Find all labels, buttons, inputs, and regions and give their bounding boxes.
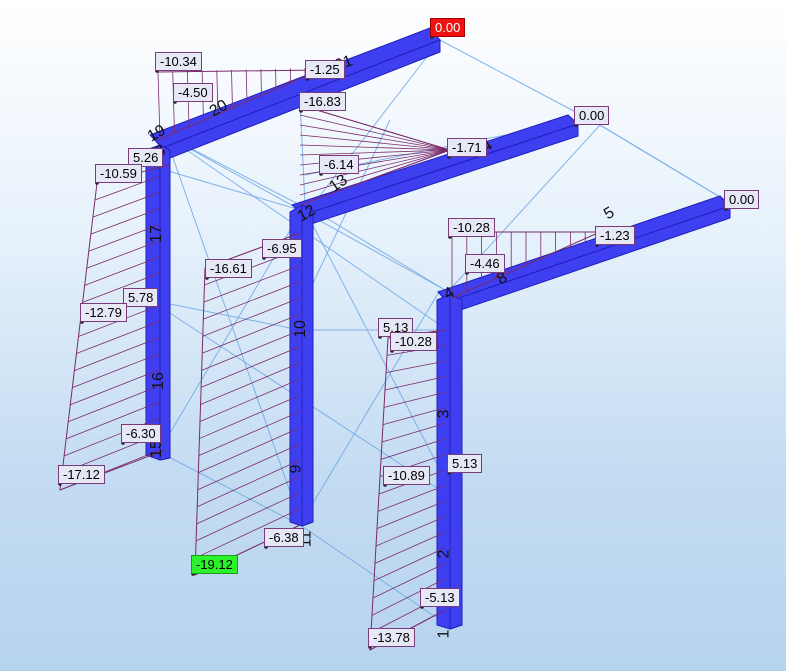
- diagram-col-2-hatch: [195, 508, 301, 559]
- diagram-col-2-hatch: [202, 313, 301, 354]
- moment-value-label[interactable]: -10.59: [95, 164, 142, 183]
- brace-line: [439, 39, 601, 126]
- brace-line: [299, 524, 441, 621]
- max-moment-label[interactable]: 0.00: [430, 18, 466, 37]
- moment-value-label[interactable]: -13.78: [368, 628, 415, 647]
- diagram-col-1-hatch: [76, 320, 161, 354]
- diagram-col-1-hatch: [92, 191, 161, 218]
- diagram-col-2-hatch: [199, 378, 301, 422]
- moment-value-label[interactable]: 0.00: [574, 106, 610, 125]
- diagram-beam-2-hatch: [299, 149, 451, 186]
- diagram-col-2-hatch: [195, 492, 301, 542]
- diagram-col-3-hatch: [372, 562, 446, 599]
- moment-value-label[interactable]: -1.25: [305, 60, 345, 79]
- diagram-col-2-hatch: [198, 411, 301, 456]
- min-moment-label[interactable]: -19.12: [191, 555, 238, 574]
- diagram-col-2-hatch: [202, 297, 301, 337]
- moment-value-label[interactable]: -12.79: [80, 303, 127, 322]
- diagram-col-1-hatch: [88, 224, 161, 252]
- diagram-col-2-hatch: [203, 265, 301, 303]
- diagram-col-2-hatch: [200, 346, 301, 388]
- moment-value-label[interactable]: -4.50: [173, 83, 213, 102]
- moment-value-label[interactable]: 5.13: [447, 454, 483, 473]
- diagram-beam-1-hatch: [157, 71, 161, 141]
- diagram-beam-2-hatch: [299, 134, 451, 151]
- diagram-col-3-hatch: [384, 376, 446, 391]
- diagram-col-3-hatch: [376, 500, 446, 530]
- moment-value-label[interactable]: -16.61: [205, 259, 252, 278]
- diagram-beam-2-hatch: [299, 114, 451, 151]
- moment-value-label[interactable]: -1.23: [595, 226, 635, 245]
- brace-line: [599, 124, 726, 201]
- diagram-col-3-hatch: [373, 547, 446, 582]
- diagram-col-1-hatch: [90, 207, 161, 235]
- diagram-beam-1-hatch: [216, 70, 219, 116]
- brace-line: [299, 289, 441, 526]
- diagram-col-3-hatch: [383, 391, 446, 408]
- brace-line: [304, 39, 441, 216]
- diagram-col-2-hatch: [197, 443, 301, 491]
- moment-value-label[interactable]: -17.12: [58, 465, 105, 484]
- brace-line: [299, 99, 306, 206]
- diagram-col-3-hatch: [380, 438, 446, 460]
- moment-value-label[interactable]: -10.34: [155, 52, 202, 71]
- moment-value-label[interactable]: 5.13: [378, 318, 414, 337]
- column-1-face: [159, 144, 171, 461]
- brace-line: [149, 299, 301, 331]
- diagram-col-1-hatch: [94, 175, 161, 201]
- moment-value-label[interactable]: -4.46: [465, 254, 505, 273]
- moment-value-label[interactable]: -5.13: [420, 588, 460, 607]
- diagram-col-2-hatch: [200, 362, 301, 405]
- diagram-col-1-hatch: [84, 256, 161, 286]
- moment-value-label[interactable]: -10.28: [448, 218, 495, 237]
- diagram-col-3-hatch: [381, 422, 446, 443]
- diagram-col-2-hatch: [201, 329, 301, 371]
- diagram-beam-1-hatch: [231, 69, 233, 110]
- moment-value-label[interactable]: -10.28: [390, 332, 437, 351]
- diagram-col-3-hatch: [375, 516, 446, 547]
- diagram-col-1-hatch: [82, 272, 161, 303]
- diagram-col-2-hatch: [199, 394, 301, 439]
- moment-value-label[interactable]: 5.26: [128, 148, 164, 167]
- diagram-beam-1-hatch: [260, 69, 262, 97]
- diagram-col-2-outline: [194, 232, 301, 576]
- diagram-col-3-hatch: [371, 578, 446, 616]
- brace-line: [164, 454, 301, 526]
- moment-value-label[interactable]: 0.00: [724, 190, 760, 209]
- column-2-face: [301, 204, 314, 527]
- moment-value-label[interactable]: -16.83: [299, 92, 346, 111]
- moment-value-label[interactable]: -6.95: [262, 239, 302, 258]
- brace-line: [304, 204, 446, 291]
- diagram-beam-2-hatch: [299, 104, 451, 151]
- brace-line: [164, 169, 301, 211]
- diagram-beam-2-hatch: [299, 149, 451, 206]
- diagram-beam-2-hatch: [299, 149, 451, 196]
- diagram-col-1-hatch: [74, 336, 161, 371]
- diagram-col-2-hatch: [197, 459, 301, 508]
- moment-value-label[interactable]: -6.30: [121, 424, 161, 443]
- diagram-col-1-hatch: [72, 352, 161, 389]
- moment-value-label[interactable]: -10.89: [383, 466, 430, 485]
- diagram-beam-1-hatch: [245, 69, 248, 103]
- diagram-col-1-hatch: [70, 369, 161, 406]
- diagram-col-3-hatch: [374, 531, 446, 564]
- moment-value-label[interactable]: -6.38: [264, 528, 304, 547]
- diagram-beam-2-hatch: [299, 149, 451, 156]
- diagram-col-2-hatch: [196, 475, 301, 525]
- diagram-col-3-hatch: [382, 407, 446, 426]
- diagram-col-1-hatch: [86, 240, 161, 269]
- diagram-col-1-hatch: [66, 401, 161, 440]
- moment-value-label[interactable]: -1.71: [447, 138, 487, 157]
- diagram-col-3-hatch: [385, 360, 446, 374]
- diagram-beam-2-hatch: [299, 124, 451, 151]
- diagram-col-1-hatch: [68, 385, 161, 423]
- moment-value-label[interactable]: -6.14: [319, 155, 359, 174]
- diagram-beam-2-hatch: [299, 144, 451, 151]
- diagram-col-2-hatch: [203, 281, 301, 320]
- diagram-col-2-hatch: [198, 427, 301, 474]
- moment-value-label[interactable]: 5.78: [123, 288, 159, 307]
- diagram-col-3-hatch: [377, 485, 446, 512]
